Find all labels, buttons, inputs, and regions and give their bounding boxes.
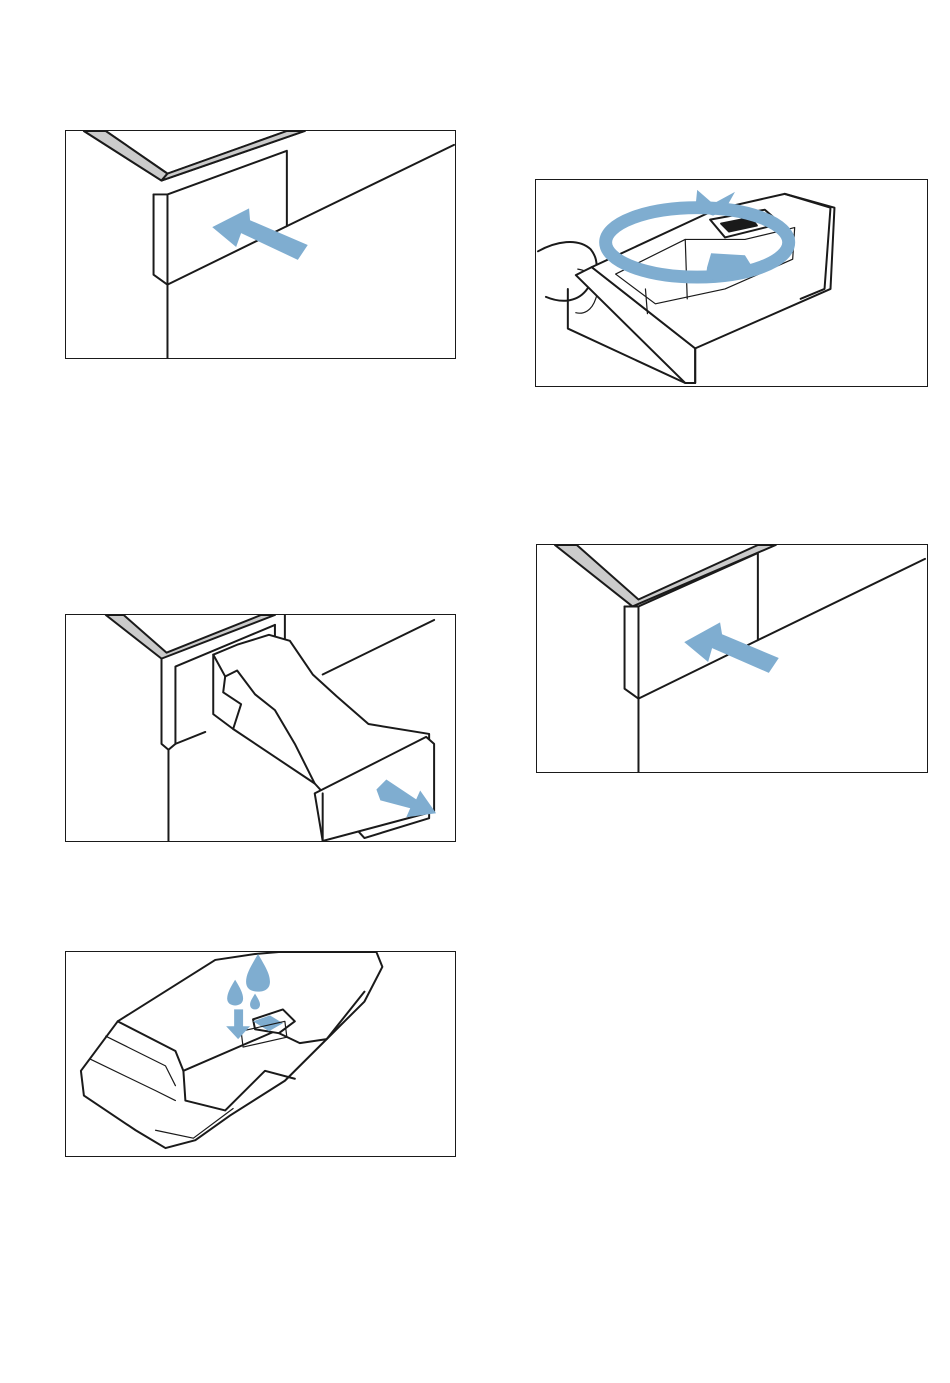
illustration-close-drawer bbox=[536, 544, 928, 773]
illustration-pull-out-drawer bbox=[65, 614, 456, 842]
arrow-push-in-icon bbox=[212, 208, 308, 260]
illustration-insert-drawer bbox=[65, 130, 456, 359]
illustration-wet-insert bbox=[65, 951, 456, 1157]
illustration-rotate-insert bbox=[535, 179, 928, 387]
arrow-push-in-icon bbox=[684, 622, 779, 673]
